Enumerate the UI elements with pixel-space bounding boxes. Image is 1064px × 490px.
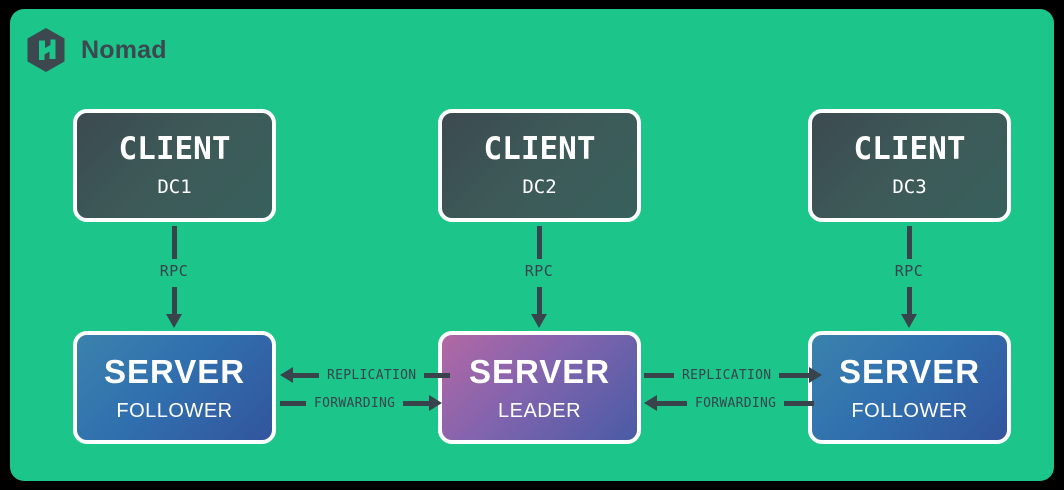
rpc-label: RPC <box>159 262 189 280</box>
link-line <box>403 400 430 406</box>
rpc-line-bottom <box>907 287 912 315</box>
arrow-right-icon <box>809 367 823 383</box>
nomad-hexagon-logo-icon <box>25 27 67 73</box>
rpc-line-bottom <box>537 287 542 315</box>
link-line <box>779 372 810 378</box>
arrow-down-icon <box>166 314 182 328</box>
client-title: CLIENT <box>853 131 966 167</box>
arrow-left-icon <box>280 367 293 383</box>
client-node-dc3[interactable]: CLIENT DC3 <box>808 109 1011 222</box>
rpc-connector-dc3: RPC <box>879 224 939 330</box>
arrow-down-icon <box>901 314 917 328</box>
client-datacenter: DC2 <box>522 176 557 198</box>
link-label: REPLICATION <box>327 367 417 383</box>
link-forwarding-dc3-to-leader: FORWARDING <box>644 392 815 414</box>
link-line <box>424 372 451 378</box>
client-title: CLIENT <box>118 131 231 167</box>
server-title: SERVER <box>838 352 981 390</box>
rpc-line-bottom <box>172 287 177 315</box>
rpc-line-top <box>172 226 177 259</box>
server-role: FOLLOWER <box>851 399 968 422</box>
client-node-dc2[interactable]: CLIENT DC2 <box>438 109 641 222</box>
client-title: CLIENT <box>483 131 596 167</box>
link-line <box>644 372 674 378</box>
rpc-label: RPC <box>894 262 924 280</box>
client-datacenter: DC3 <box>892 176 927 198</box>
server-title: SERVER <box>468 352 611 390</box>
server-title: SERVER <box>103 352 246 390</box>
server-role: LEADER <box>497 399 582 422</box>
arrow-down-icon <box>531 314 547 328</box>
link-replication-leader-to-dc3: REPLICATION <box>644 364 823 386</box>
link-line <box>280 400 306 406</box>
rpc-line-top <box>537 226 542 259</box>
brand-name: Nomad <box>81 35 167 64</box>
link-line <box>784 400 815 406</box>
client-datacenter: DC1 <box>157 176 192 198</box>
link-replication-leader-to-dc1: REPLICATION <box>280 364 451 386</box>
link-line <box>293 372 319 378</box>
rpc-connector-dc1: RPC <box>144 224 204 330</box>
arrow-right-icon <box>429 395 443 411</box>
link-label: REPLICATION <box>682 367 772 383</box>
arrow-left-icon <box>644 395 657 411</box>
brand-header: Nomad <box>25 27 167 73</box>
server-node-dc3-follower[interactable]: SERVER FOLLOWER <box>808 331 1011 444</box>
rpc-label: RPC <box>524 262 554 280</box>
server-node-dc2-leader[interactable]: SERVER LEADER <box>438 331 641 444</box>
link-forwarding-dc1-to-leader: FORWARDING <box>280 392 443 414</box>
link-label: FORWARDING <box>695 395 777 411</box>
server-node-dc1-follower[interactable]: SERVER FOLLOWER <box>73 331 276 444</box>
client-node-dc1[interactable]: CLIENT DC1 <box>73 109 276 222</box>
rpc-connector-dc2: RPC <box>509 224 569 330</box>
diagram-canvas: Nomad CLIENT DC1 CLIENT DC2 CLIENT DC3 R… <box>10 9 1054 481</box>
link-label: FORWARDING <box>314 395 396 411</box>
rpc-line-top <box>907 226 912 259</box>
server-role: FOLLOWER <box>116 399 233 422</box>
link-line <box>657 400 687 406</box>
